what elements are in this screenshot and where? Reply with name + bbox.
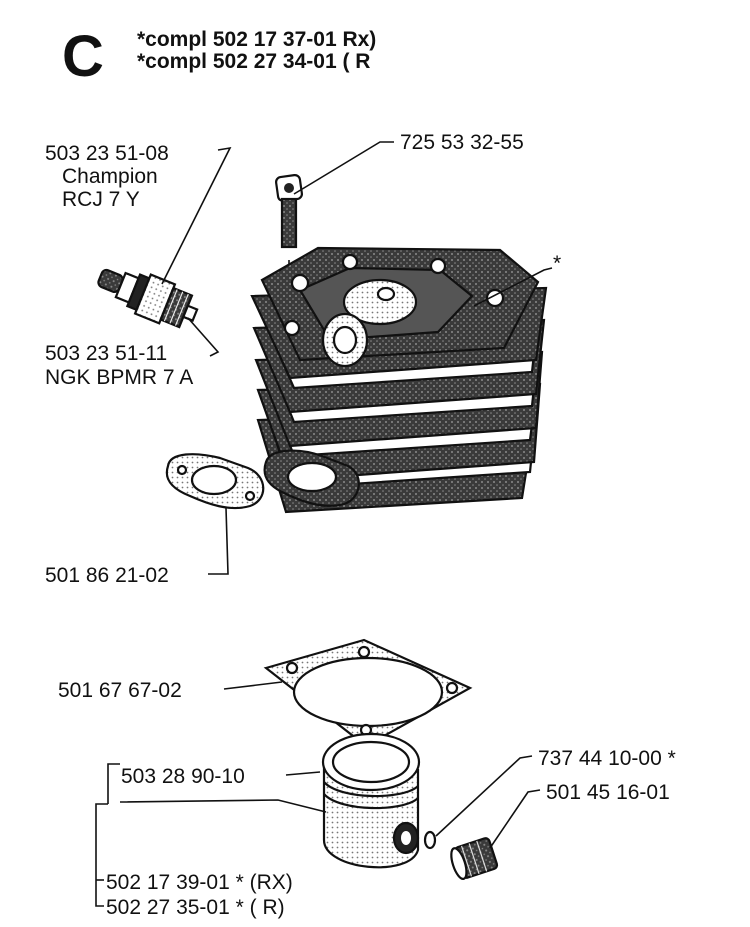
label-base-gasket-number: 501 67 67-02: [58, 679, 182, 702]
label-spark-plug-a-brand: Champion: [62, 165, 158, 188]
circlip-illustration: [423, 830, 437, 850]
spark-plug-illustration: [97, 268, 199, 329]
label-spark-plug-b-model: NGK BPMR 7 A: [45, 366, 193, 389]
piston-illustration: [321, 732, 421, 869]
label-intake-gasket-number: 501 86 21-02: [45, 564, 169, 587]
section-letter: C: [62, 24, 104, 89]
label-screw-number: 725 53 32-55: [400, 131, 524, 154]
needle-bearing-illustration: [450, 837, 499, 880]
label-spark-plug-a-number: 503 23 51-08: [45, 142, 169, 165]
label-circlip-number: 737 44 10-00 *: [538, 747, 676, 770]
leader-lines: [95, 141, 553, 907]
base-gasket-illustration: [263, 638, 473, 748]
label-piston-r-number: 502 27 35-01 * ( R): [106, 896, 285, 919]
label-piston-ring-number: 503 28 90-10: [121, 765, 245, 788]
cylinder-illustration: [250, 246, 548, 514]
intake-gasket-illustration: [165, 449, 360, 510]
header-line-2: *compl 502 27 34-01 ( R: [137, 50, 370, 73]
label-spark-plug-a-model: RCJ 7 Y: [62, 188, 140, 211]
label-cylinder-marker: *: [553, 252, 561, 275]
screw-illustration: [274, 173, 304, 286]
label-piston-rx-number: 502 17 39-01 * (RX): [106, 871, 293, 894]
label-needle-bearing-number: 501 45 16-01: [546, 781, 670, 804]
header-line-1: *compl 502 17 37-01 Rx): [137, 28, 376, 51]
label-spark-plug-b-number: 503 23 51-11: [45, 342, 167, 365]
